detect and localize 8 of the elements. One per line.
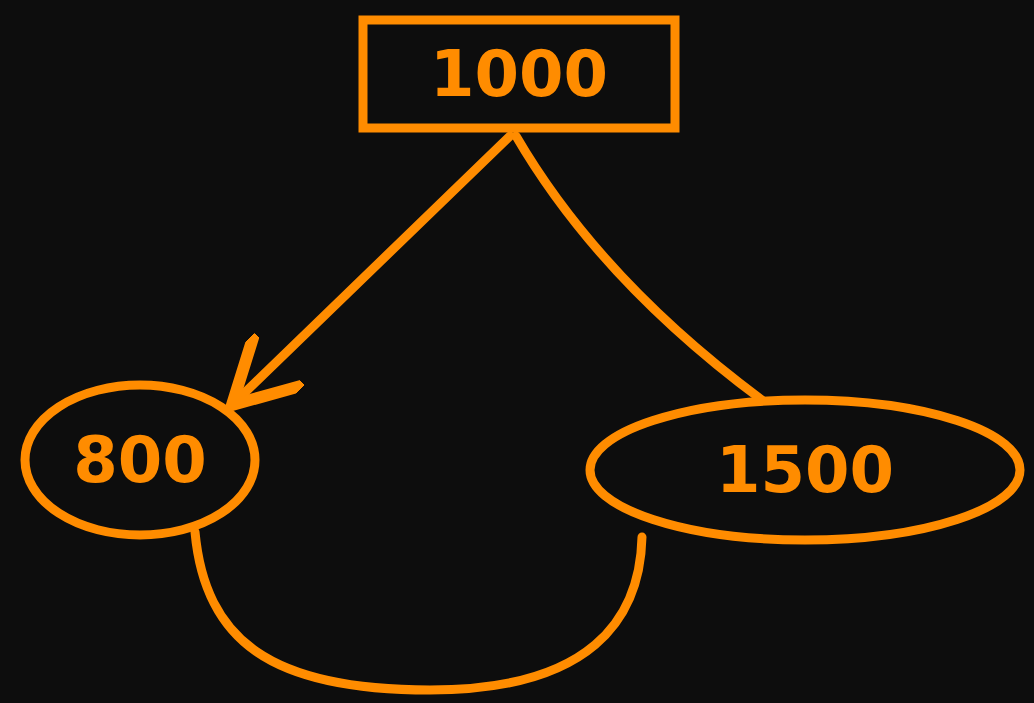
value-ellipse <box>20 380 260 540</box>
arrow <box>226 131 515 411</box>
connector-line <box>190 527 647 695</box>
value-box <box>358 15 680 133</box>
value-ellipse <box>585 395 1025 545</box>
value-label: 1000 <box>429 37 609 111</box>
value-label: 800 <box>73 423 207 497</box>
value-label: 1500 <box>715 433 895 507</box>
